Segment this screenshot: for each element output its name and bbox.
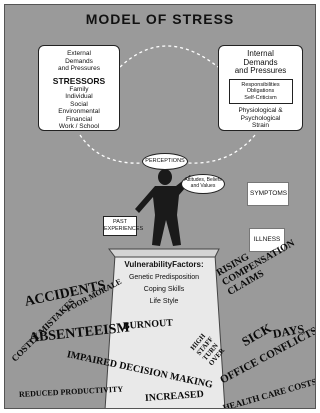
internal-footer-line: Physiological & — [238, 107, 283, 114]
internal-footer-line: Psychological — [240, 114, 281, 122]
connector-arcs — [79, 45, 256, 408]
vulnerability-panel: VulnerabilityFactors: Genetic Predisposi… — [113, 260, 215, 308]
stressors-label: STRESSORS — [52, 75, 106, 86]
internal-box-line: Responsibilities — [241, 81, 280, 88]
internal-heading-line: and Pressures — [234, 66, 287, 75]
top-arc — [119, 45, 219, 68]
attitudes-bubble: Attitudes, Beliefs and Values — [181, 174, 225, 194]
symptoms-burst: SYMPTOMS — [248, 183, 288, 205]
external-heading-line: and Pressures — [58, 65, 100, 72]
attitudes-line: and Values — [190, 183, 216, 189]
perceptions-bubble: PERCEPTIONS — [142, 153, 188, 170]
poster-title: MODEL OF STRESS — [85, 11, 235, 27]
past-line: PAST — [113, 219, 127, 225]
vulnerability-item: Coping Skills — [143, 286, 185, 293]
pillar-top — [108, 248, 220, 258]
stressor-item: Work / School — [58, 123, 100, 130]
external-heading-line: Demands — [65, 57, 93, 65]
vulnerability-item: Genetic Predisposition — [128, 274, 200, 281]
illness-burst: ILLNESS — [250, 229, 284, 251]
internal-box-line: Obligations — [246, 88, 275, 94]
vulnerability-title: VulnerabilityFactors: — [124, 260, 204, 269]
person-silhouette — [135, 169, 193, 246]
attitudes-line: Attitudes, Beliefs — [184, 177, 222, 183]
internal-responsibilities-box: Responsibilities Obligations Self-Critic… — [228, 78, 293, 104]
vulnerability-item: Life Style — [149, 298, 179, 305]
right-arc — [187, 134, 256, 164]
stressor-item: Environmental — [58, 108, 100, 115]
stressor-item: Social — [70, 100, 88, 108]
left-arc — [79, 134, 143, 164]
poster-frame: MODEL OF STRESS External Demands and Pre… — [4, 4, 316, 409]
past-experiences-box: PAST EXPERIENCES — [103, 216, 144, 236]
internal-heading-line: Demands — [243, 57, 278, 67]
internal-footer-line: Strain — [252, 122, 269, 129]
external-stressors-card: External Demands and Pressures STRESSORS… — [38, 45, 120, 131]
stressor-item: Individual — [65, 93, 93, 100]
external-heading-line: External — [67, 50, 91, 57]
internal-box-line: Self-Criticism — [244, 94, 277, 101]
internal-heading-line: Internal — [247, 49, 274, 58]
past-line: EXPERIENCES — [104, 226, 144, 232]
internal-demands-card: Internal Demands and Pressures Responsib… — [218, 45, 303, 131]
stressor-item: Family — [69, 85, 89, 93]
stressor-item: Financial — [65, 115, 92, 123]
